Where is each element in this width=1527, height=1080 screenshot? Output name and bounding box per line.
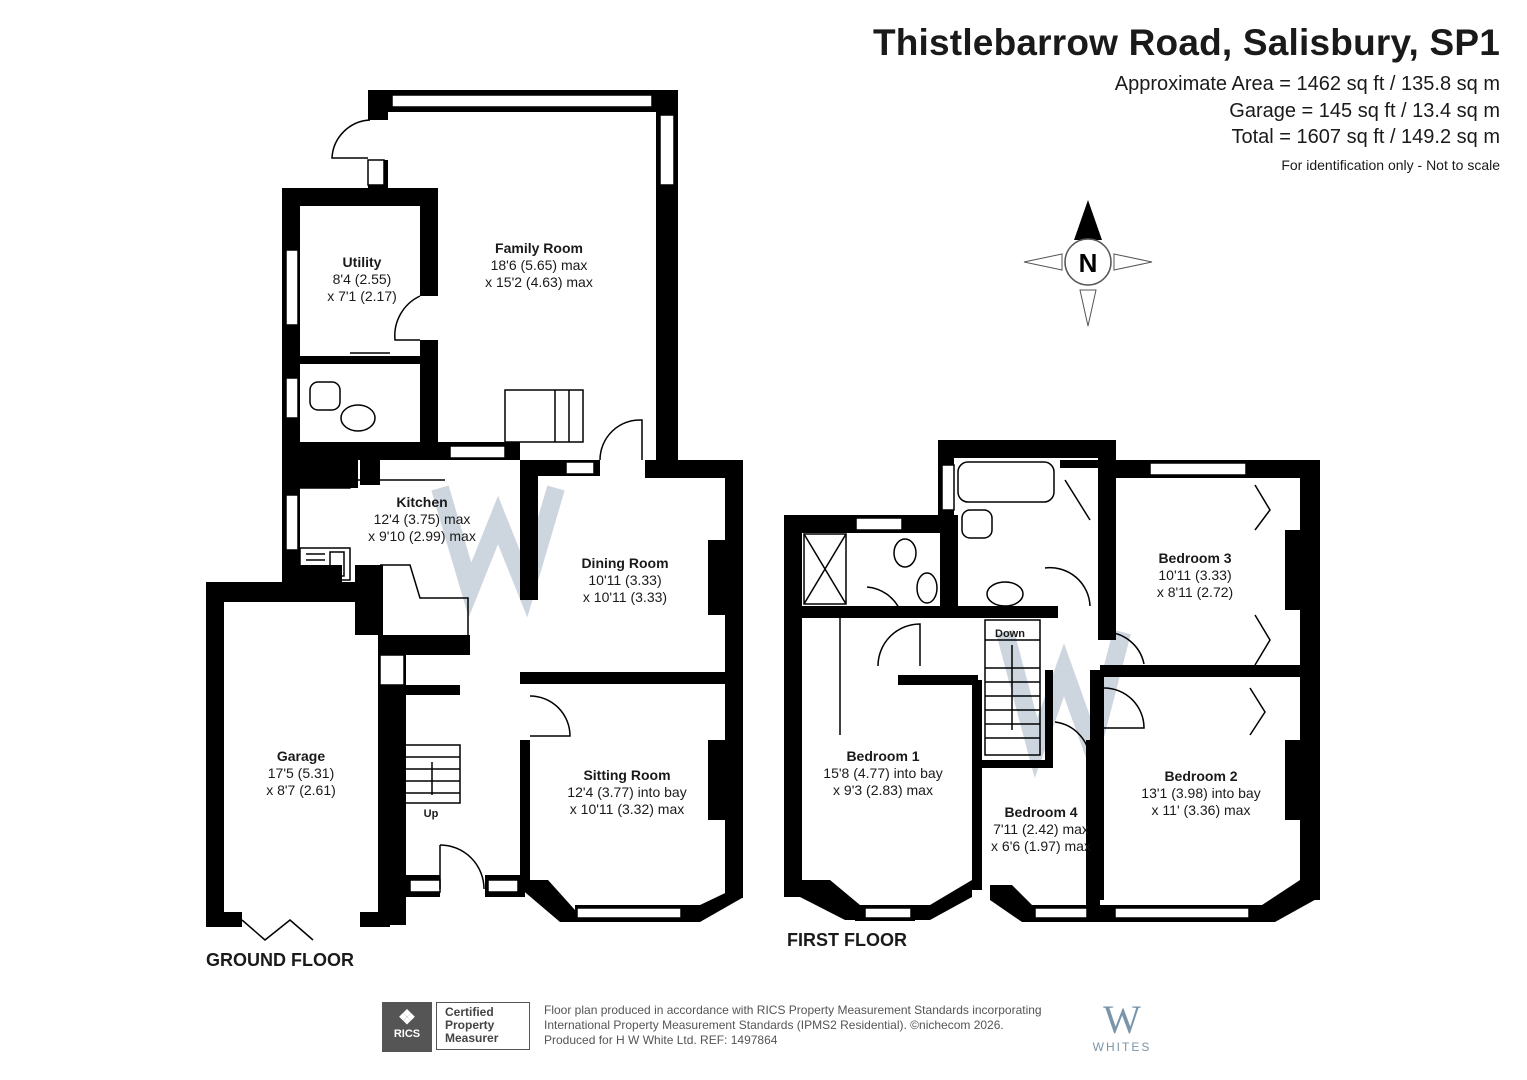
footer-text: Floor plan produced in accordance with R… bbox=[544, 1003, 1042, 1048]
bedroom2-name: Bedroom 2 bbox=[1164, 768, 1237, 784]
garage-name: Garage bbox=[277, 748, 325, 764]
sitting-room-name: Sitting Room bbox=[583, 767, 670, 783]
watermark-first bbox=[996, 629, 1131, 779]
disclaimer-note: For identification only - Not to scale bbox=[1281, 157, 1500, 173]
bedroom4-name: Bedroom 4 bbox=[1004, 804, 1077, 820]
rics-logo: ❖ RICS bbox=[382, 1002, 432, 1052]
first-fittings bbox=[803, 461, 1271, 761]
bedroom3-name: Bedroom 3 bbox=[1158, 550, 1231, 566]
compass-icon: N bbox=[1023, 200, 1153, 327]
total-area: Total = 1607 sq ft / 149.2 sq m bbox=[1231, 126, 1501, 148]
bedroom1-dim1: 15'8 (4.77) into bay bbox=[823, 765, 942, 781]
bedroom4-dim1: 7'11 (2.42) max bbox=[993, 821, 1089, 837]
utility-name: Utility bbox=[343, 254, 382, 270]
compass-north-label: N bbox=[1079, 248, 1098, 278]
sitting-room-dim2: x 10'11 (3.32) max bbox=[570, 801, 684, 817]
ground-doors bbox=[241, 119, 643, 941]
cert-line3: Measurer bbox=[445, 1031, 499, 1045]
bedroom1-dim2: x 9'3 (2.83) max bbox=[833, 782, 933, 798]
ground-windows bbox=[285, 94, 682, 919]
rics-emblem-icon: ❖ bbox=[398, 1007, 416, 1029]
garage-dim2: x 8'7 (2.61) bbox=[266, 782, 336, 798]
dining-room-name: Dining Room bbox=[581, 555, 668, 571]
rics-text: RICS bbox=[393, 1028, 421, 1040]
footer-line2: International Property Measurement Stand… bbox=[544, 1018, 1004, 1032]
room-labels: Family Room 18'6 (5.65) max x 15'2 (4.63… bbox=[266, 240, 1261, 854]
bedroom3-dim2: x 8'11 (2.72) bbox=[1157, 584, 1233, 600]
utility-dim2: x 7'1 (2.17) bbox=[327, 288, 397, 304]
bedroom3-dim1: 10'11 (3.33) bbox=[1158, 567, 1231, 583]
footer-line3: Produced for H W White Ltd. REF: 1497864 bbox=[544, 1033, 778, 1047]
garage-area: Garage = 145 sq ft / 13.4 sq m bbox=[1229, 100, 1500, 122]
dining-room-dim2: x 10'11 (3.33) bbox=[583, 589, 667, 605]
kitchen-name: Kitchen bbox=[396, 494, 447, 510]
kitchen-dim2: x 9'10 (2.99) max bbox=[368, 528, 476, 544]
bedroom1-name: Bedroom 1 bbox=[846, 748, 919, 764]
rics-badge: ❖ RICS Certified Property Measurer bbox=[382, 1002, 534, 1052]
whites-logo: W WHITES bbox=[1092, 997, 1152, 1055]
cert-line2: Property bbox=[445, 1018, 495, 1032]
garage-dim1: 17'5 (5.31) bbox=[268, 765, 335, 781]
cert-line1: Certified bbox=[445, 1005, 494, 1019]
bedroom2-dim2: x 11' (3.36) max bbox=[1152, 802, 1251, 818]
stairs-up-label: Up bbox=[424, 808, 439, 820]
bedroom4-dim2: x 6'6 (1.97) max bbox=[991, 838, 1091, 854]
whites-text: WHITES bbox=[1092, 1040, 1152, 1054]
dining-room-dim1: 10'11 (3.33) bbox=[588, 572, 661, 588]
first-windows bbox=[855, 462, 1250, 919]
family-room-name: Family Room bbox=[495, 240, 583, 256]
property-title: Thistlebarrow Road, Salisbury, SP1 bbox=[872, 22, 1500, 63]
bedroom2-dim1: 13'1 (3.98) into bay bbox=[1141, 785, 1260, 801]
approx-area: Approximate Area = 1462 sq ft / 135.8 sq… bbox=[1114, 73, 1500, 95]
sitting-room-dim1: 12'4 (3.77) into bay bbox=[567, 784, 686, 800]
certified-measurer-box: Certified Property Measurer bbox=[436, 1002, 530, 1050]
family-room-dim2: x 15'2 (4.63) max bbox=[485, 274, 593, 290]
family-room-dim1: 18'6 (5.65) max bbox=[491, 257, 588, 273]
footer-line1: Floor plan produced in accordance with R… bbox=[544, 1003, 1042, 1017]
stairs-down-label: Down bbox=[995, 628, 1025, 640]
first-floor-label: FIRST FLOOR bbox=[787, 930, 907, 950]
ground-floor-label: GROUND FLOOR bbox=[206, 950, 354, 970]
utility-dim1: 8'4 (2.55) bbox=[333, 271, 392, 287]
kitchen-dim1: 12'4 (3.75) max bbox=[374, 511, 471, 527]
whites-mark: W bbox=[1103, 997, 1141, 1042]
